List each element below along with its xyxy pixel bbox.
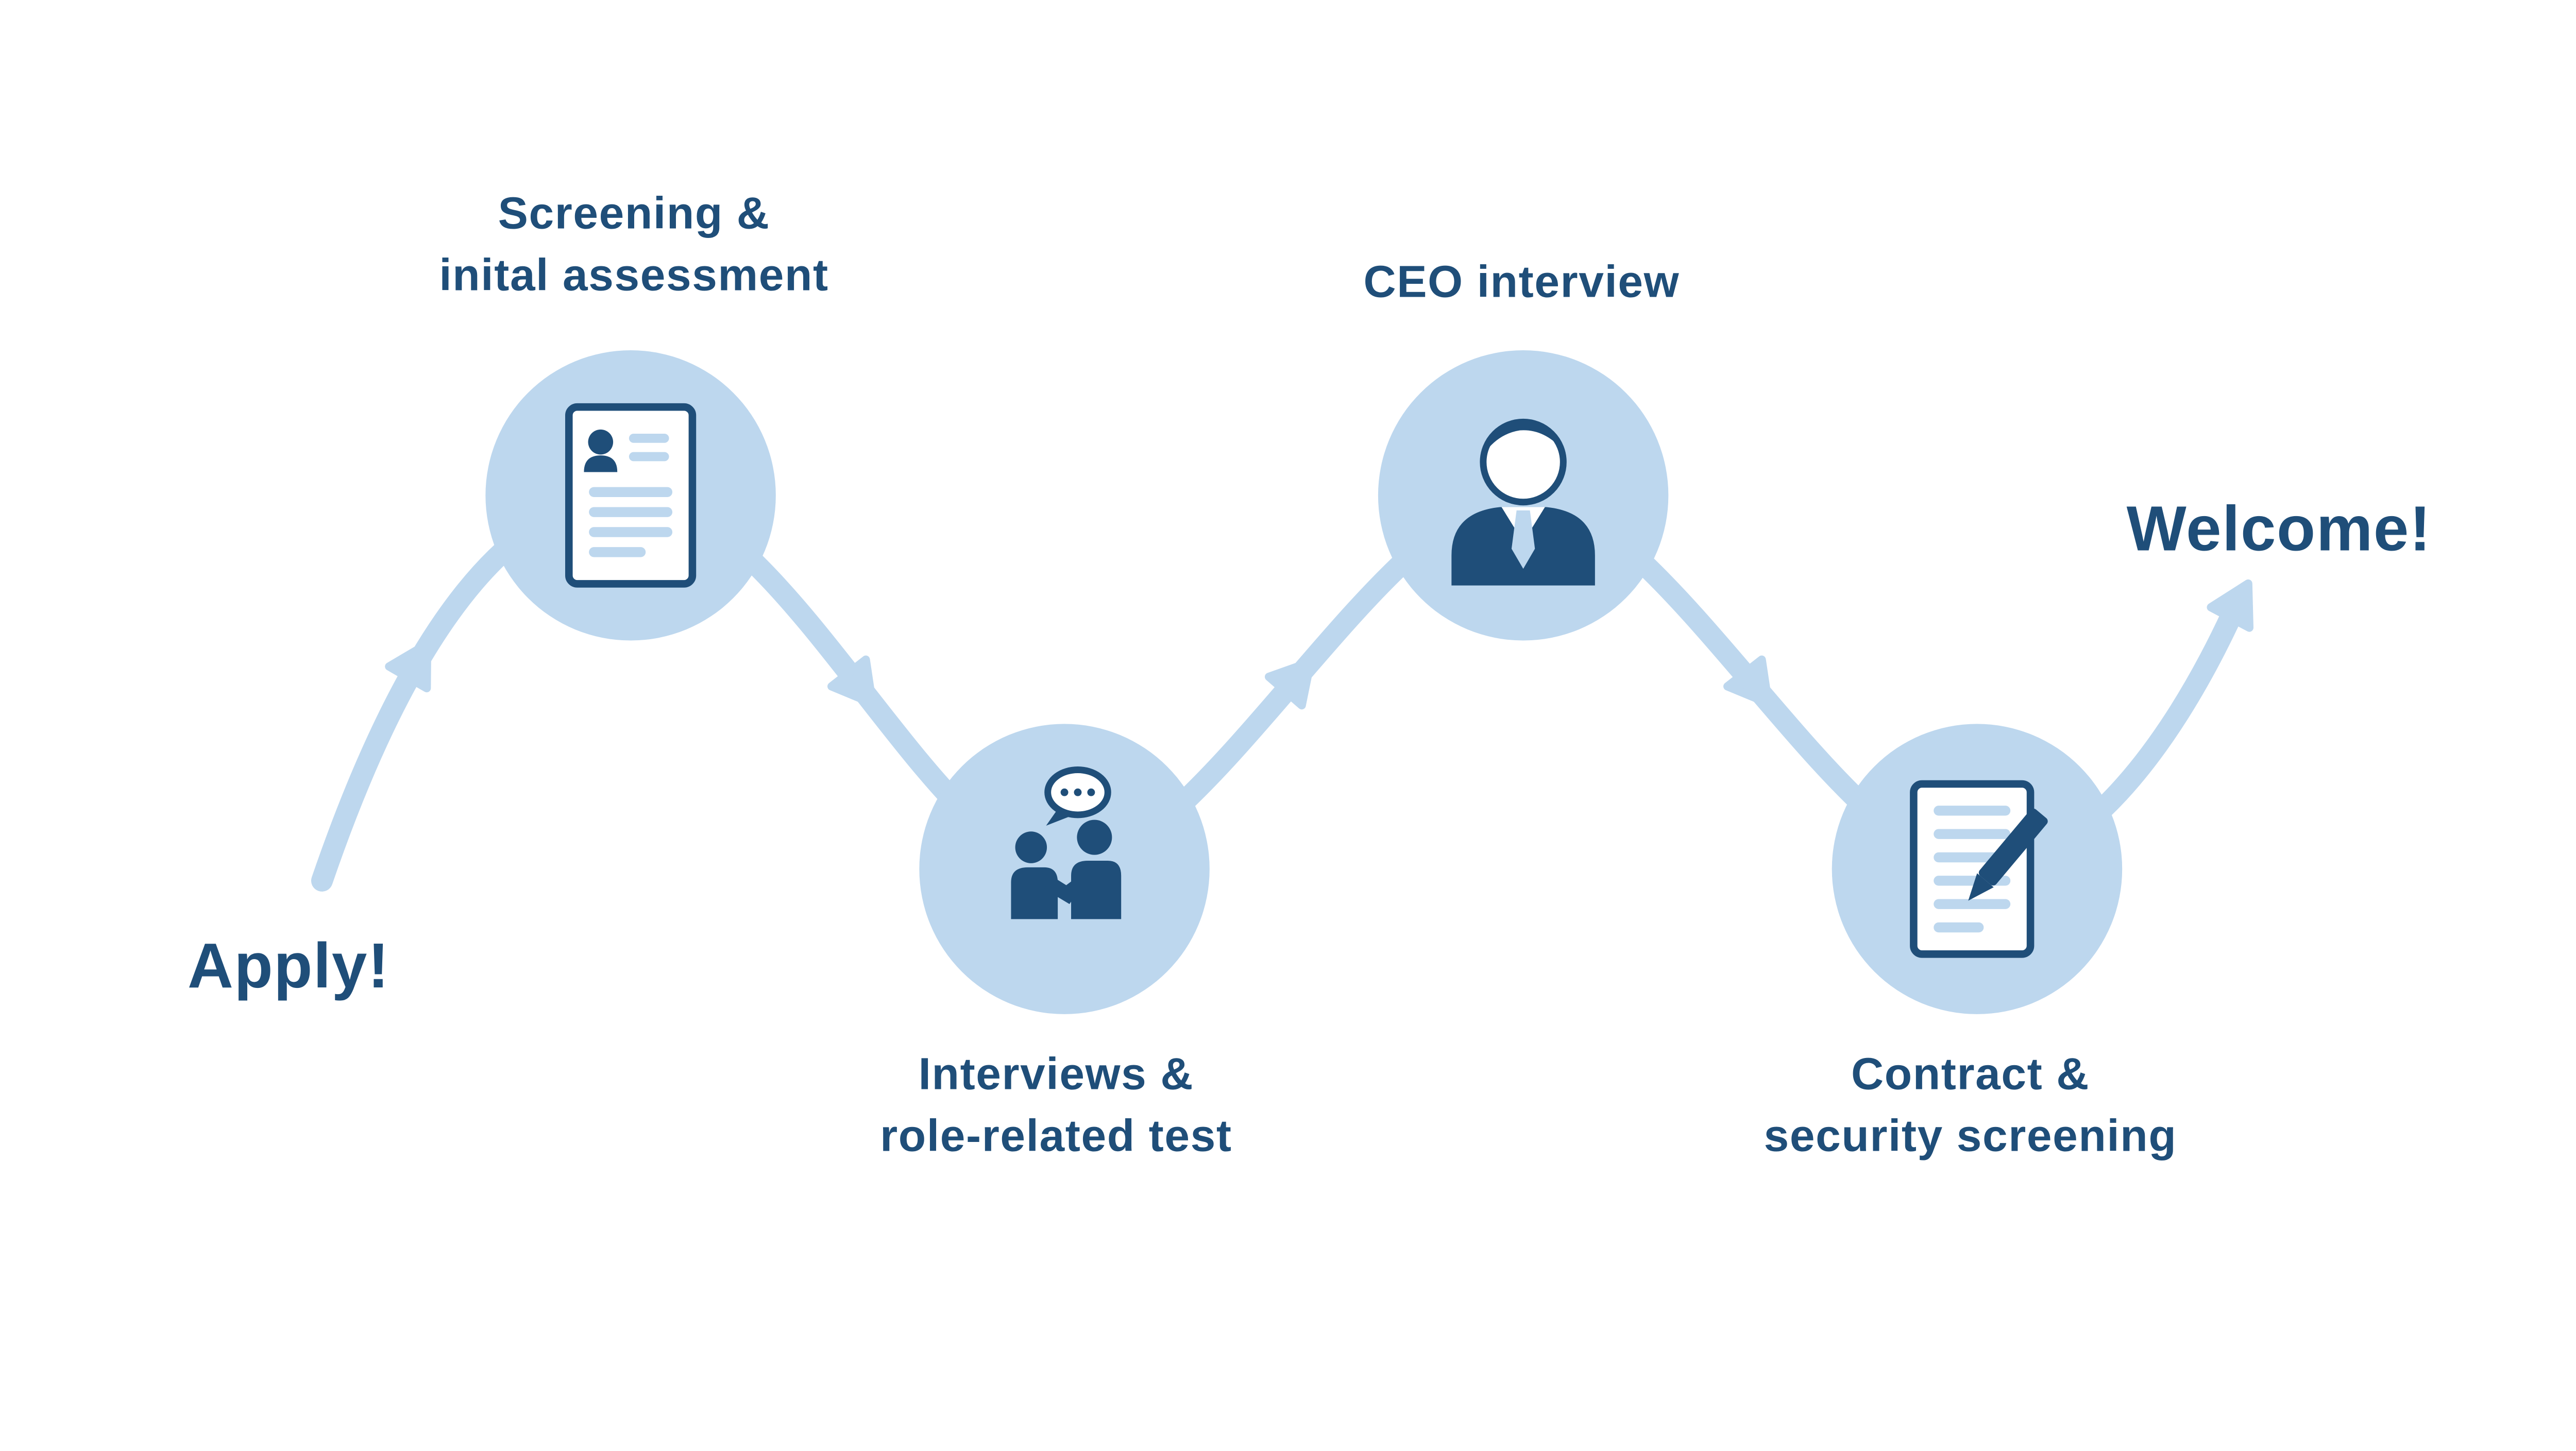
ceo-person-icon (1451, 418, 1595, 586)
step-circle-contract (1832, 724, 2123, 1014)
step-circle-interviews (919, 724, 1210, 1014)
arrowhead-icon (1264, 658, 1315, 710)
step-label-interviews-line2: role-related test (880, 1110, 1232, 1160)
hiring-process-diagram: Screening & inital assessment Interviews… (188, 188, 2432, 1161)
step-label-contract-line2: security screening (1764, 1110, 2177, 1160)
step-label-interviews-line1: Interviews & (919, 1049, 1194, 1099)
arrowhead-icon (1723, 655, 1773, 708)
step-label-screening-line1: Screening & (498, 188, 770, 238)
step-label-ceo: CEO interview (1363, 256, 1680, 306)
arrowhead-icon (827, 655, 877, 708)
start-label: Apply! (188, 931, 390, 1001)
pen-icon (1968, 808, 2048, 901)
step-label-contract-line1: Contract & (1851, 1049, 2090, 1099)
conversation-icon (1011, 766, 1122, 919)
step-bubble (919, 724, 1210, 1014)
arrowhead-icon (385, 640, 432, 693)
arrowhead-icon (2207, 579, 2253, 632)
step-circle-ceo (1378, 350, 1669, 641)
contract-pen-icon (1910, 780, 2048, 958)
end-label: Welcome! (2127, 494, 2432, 565)
step-label-screening-line2: inital assessment (439, 249, 828, 300)
cv-document-icon (565, 403, 697, 588)
step-circle-screening (485, 350, 776, 641)
process-flow-svg: Screening & inital assessment Interviews… (188, 188, 2432, 1161)
